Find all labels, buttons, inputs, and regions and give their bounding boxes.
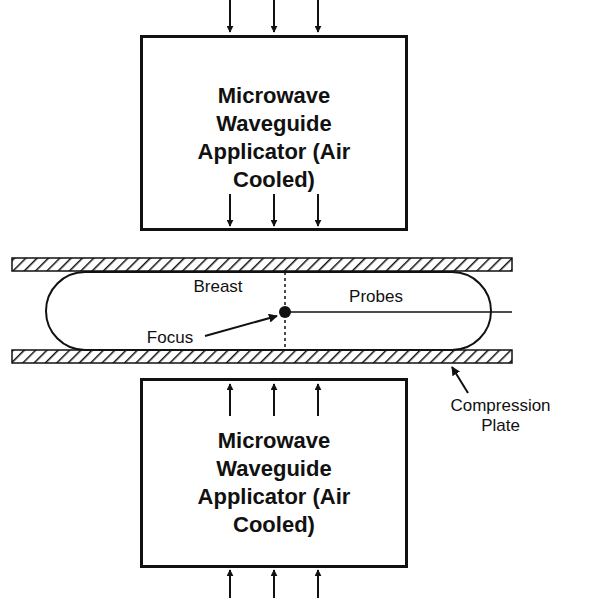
compression-plate	[12, 350, 512, 363]
box-text: Microwave Waveguide Applicator (Air Cool…	[194, 82, 354, 194]
box-text: Microwave Waveguide Applicator (Air Cool…	[194, 427, 354, 539]
compression-plate	[12, 258, 512, 271]
region-label: Probes	[336, 287, 416, 307]
region-label: Breast	[178, 277, 258, 297]
leader-arrow	[452, 367, 468, 393]
probe-line	[290, 311, 512, 313]
region-label: Focus	[130, 328, 210, 348]
breast-outline	[46, 272, 491, 350]
applicator-box: Microwave Waveguide Applicator (Air Cool…	[140, 378, 408, 568]
part-label: Compression Plate	[438, 396, 563, 436]
focus-dot	[279, 306, 291, 318]
applicator-box: Microwave Waveguide Applicator (Air Cool…	[140, 35, 408, 231]
leader-arrow	[205, 316, 277, 336]
